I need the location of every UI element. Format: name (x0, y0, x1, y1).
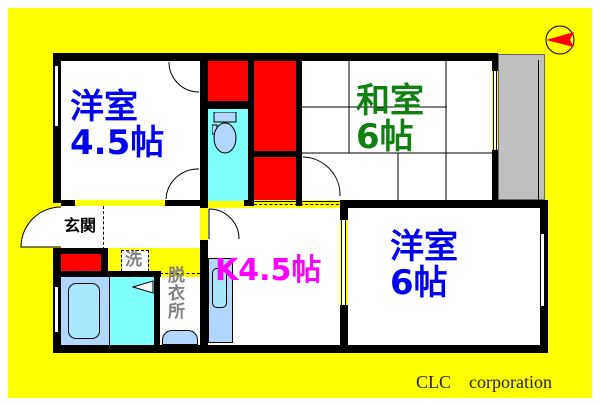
toilet-icon (212, 112, 237, 154)
outer-wall-left (53, 53, 61, 203)
window (54, 66, 59, 126)
kitchen-label: K4.5帖 (215, 253, 322, 288)
western-room-2-name: 洋室 (390, 227, 458, 267)
sink-icon (162, 330, 198, 345)
entrance-label: 玄関 (64, 216, 97, 235)
door-swing-icon (302, 156, 341, 197)
shoe-closet (61, 254, 101, 271)
wall (61, 271, 161, 277)
wall (200, 240, 208, 350)
japanese-room-label: 和室 6帖 (356, 84, 424, 154)
japanese-room-size: 6帖 (356, 117, 414, 157)
western-room-1-size: 4.5帖 (70, 123, 165, 163)
dressing-partition-dashed (160, 273, 200, 274)
partition-dashed (103, 206, 104, 250)
japanese-room (302, 61, 492, 200)
wall (154, 277, 160, 345)
wall (200, 200, 208, 208)
wall (492, 53, 498, 71)
balcony-rail (538, 60, 539, 200)
wall (101, 248, 108, 278)
kitchen-sink-icon (212, 268, 227, 308)
western-room-2-size: 6帖 (390, 263, 448, 303)
balcony (498, 54, 545, 200)
wall (296, 61, 302, 206)
wall (254, 151, 296, 157)
entrance-door-icon (20, 206, 62, 248)
window (54, 287, 59, 332)
wall (340, 200, 348, 220)
closet (254, 157, 296, 200)
bath-door-icon (132, 280, 154, 294)
closet (208, 61, 248, 101)
bathtub-icon (68, 283, 100, 339)
wall (244, 200, 254, 206)
wall (200, 61, 208, 206)
entrance (61, 206, 200, 248)
wall (340, 305, 348, 350)
tatami-lines (302, 61, 492, 200)
outer-wall-bottom (53, 345, 548, 353)
compass-icon (545, 25, 575, 55)
western-room-1-name: 洋室 (70, 87, 138, 127)
wall (248, 61, 254, 206)
door-swing-icon (168, 61, 200, 93)
wall (344, 200, 548, 208)
company-credit: CLC corporation (416, 372, 552, 392)
sliding-door (254, 201, 344, 205)
door-swing-icon (208, 208, 240, 240)
washer-label: 洗 (125, 250, 142, 270)
western-room-1-label: 洋室 4.5帖 (70, 90, 164, 160)
western-room-2 (348, 208, 540, 345)
wall (208, 101, 248, 109)
wall (165, 200, 208, 206)
japanese-room-name: 和室 (356, 81, 424, 121)
window (540, 234, 545, 306)
outer-wall-top (53, 53, 498, 61)
window (341, 220, 346, 305)
door-swing-icon (165, 168, 200, 200)
wall (492, 150, 498, 206)
closet (254, 61, 296, 151)
western-room-2-label: 洋室 6帖 (390, 230, 458, 300)
wall (53, 248, 108, 254)
window (493, 71, 497, 150)
wall (61, 200, 75, 206)
dressing-room-label: 脱 衣 所 (168, 266, 185, 322)
